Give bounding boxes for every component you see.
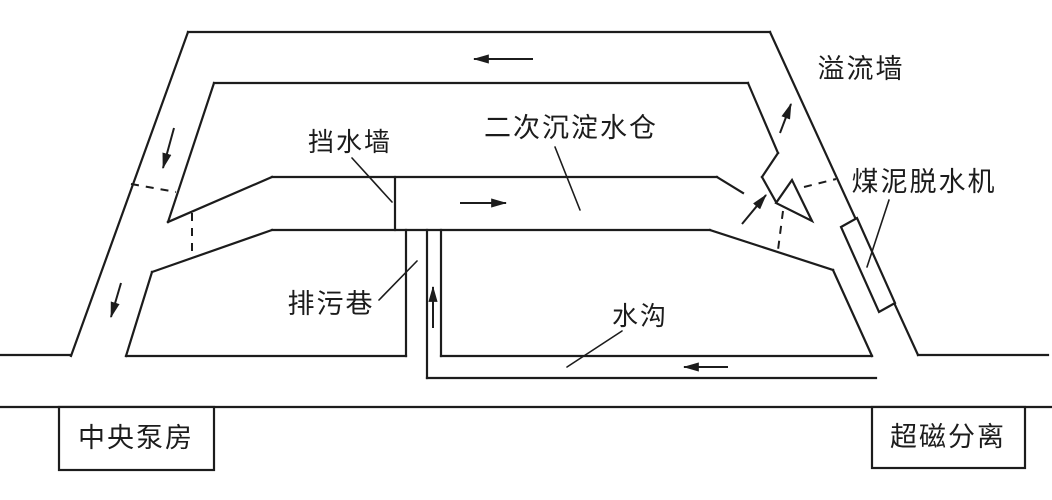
settling-sump-leader	[554, 146, 581, 211]
weir-to-sump-dash	[777, 210, 784, 251]
right-lower-slope	[831, 268, 874, 358]
left-channel-lower-down-arrow	[110, 282, 122, 319]
diagram-labels: 溢流墙 二次沉淀水仓 挡水墙 煤泥脱水机 排污巷 水沟	[288, 54, 997, 332]
right-channel-up-arrow	[779, 102, 792, 134]
sump-bottom-left-taper	[150, 228, 274, 274]
sewage-lane-leader	[378, 260, 418, 301]
water-retaining-wall-label: 挡水墙	[308, 128, 392, 158]
overflow-channel-walls	[166, 81, 780, 224]
weir-notch-upper	[760, 151, 780, 179]
central-pump-house-box	[57, 405, 216, 472]
floor-and-drains	[0, 228, 1050, 380]
sump-bottom-right-taper	[708, 228, 835, 272]
super-magnetic-separation-label: 超磁分离	[890, 422, 1006, 453]
bottom-facilities: 中央泵房 超磁分离	[0, 405, 1052, 472]
equipment-symbols	[774, 177, 897, 314]
weir-to-slope-dash	[803, 178, 837, 188]
dashed-openings	[130, 178, 837, 256]
dewatering-machine-leader	[866, 199, 890, 268]
inner-right-slope	[746, 81, 780, 155]
label-leaders	[351, 146, 890, 368]
overflow-weir-triangle	[774, 177, 815, 224]
central-pump-house-label: 中央泵房	[78, 423, 194, 454]
sewage-drain-lane-label: 排污巷	[288, 289, 375, 320]
weir-notch-lower	[760, 175, 778, 204]
water-ditch-leader	[566, 330, 623, 368]
slime-dewatering-machine-label: 煤泥脱水机	[852, 167, 997, 198]
left-channel-opening-dash	[130, 183, 177, 193]
secondary-settling-sump-label: 二次沉淀水仓	[484, 113, 658, 144]
sump-top-right-bend	[715, 175, 745, 195]
inner-left-slope	[166, 81, 216, 224]
weir-overflow-up-arrow	[741, 194, 767, 225]
sump-top-left-taper	[166, 175, 274, 224]
flow-arrows	[110, 54, 792, 372]
water-retaining-wall-leader	[351, 157, 393, 203]
sedimentation-sump-walls	[150, 175, 874, 358]
overflow-wall-label: 溢流墙	[818, 54, 905, 85]
left-channel-upper-down-arrow	[162, 127, 175, 170]
super-magnetic-separation-box	[870, 405, 1027, 470]
outer-left-slope	[69, 30, 190, 358]
lower-left-compartment	[124, 270, 154, 358]
water-ditch-label: 水沟	[612, 302, 668, 332]
lower-left-edge	[124, 270, 154, 358]
